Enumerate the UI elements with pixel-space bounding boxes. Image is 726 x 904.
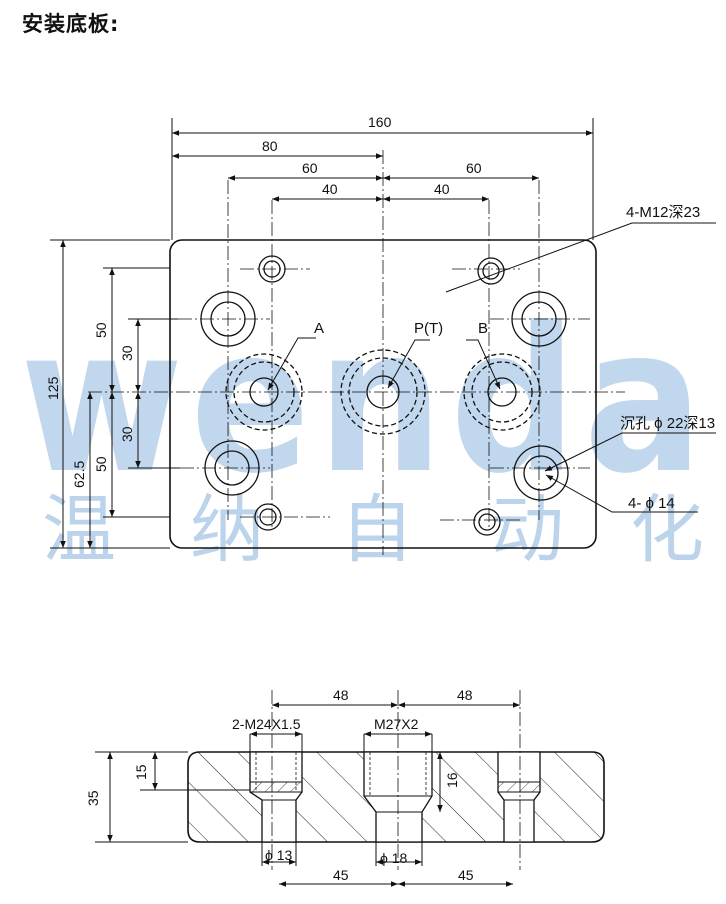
section-view-labels: 48 48 2-M24X1.5 M27X2 35 15 16 ϕ 13 ϕ 18…	[85, 687, 474, 883]
dim-48-left: 48	[333, 687, 349, 703]
dim-dia-13: ϕ 13	[265, 847, 293, 863]
dim-40-right: 40	[434, 181, 450, 197]
top-view-labels: 160 80 60 60 40 40 125 50 30 30 62.5 50 …	[45, 114, 715, 512]
dim-60-left: 60	[302, 160, 318, 176]
callout-port-b: B	[478, 320, 488, 337]
port-p-hole	[340, 349, 426, 435]
callout-holes: 4- ϕ 14	[628, 495, 675, 512]
watermark-char-5: 化	[630, 487, 704, 573]
callout-counterbore: 沉孔 ϕ 22深13	[620, 415, 715, 432]
callout-thread: 4-M12深23	[626, 204, 700, 221]
watermark-char-4: 动	[490, 487, 564, 573]
thread-m27: M27X2	[374, 716, 419, 732]
page-title: 安装底板:	[22, 12, 120, 36]
dim-50-upper: 50	[93, 322, 109, 338]
port-b-hole	[463, 353, 541, 431]
callout-port-a: A	[314, 320, 324, 337]
counterbore-holes	[200, 291, 569, 501]
dim-80: 80	[262, 138, 278, 154]
dim-125: 125	[45, 376, 61, 400]
dim-45-left: 45	[333, 867, 349, 883]
dim-60-right: 60	[466, 160, 482, 176]
dim-48-right: 48	[457, 687, 473, 703]
dim-30-lower: 30	[119, 426, 135, 442]
dim-40-left: 40	[322, 181, 338, 197]
watermark-char-1: 温	[42, 487, 116, 573]
port-a-hole	[225, 353, 303, 431]
dim-15: 15	[133, 764, 149, 780]
dim-50-lower: 50	[93, 456, 109, 472]
dim-30-upper: 30	[119, 345, 135, 361]
dim-45-right: 45	[458, 867, 474, 883]
watermark-char-2: 纳	[190, 487, 264, 573]
callout-port-p: P(T)	[414, 320, 443, 337]
watermark-char-3: 自	[340, 487, 414, 573]
m12-holes	[254, 255, 505, 536]
top-view	[50, 118, 716, 555]
dim-16: 16	[444, 772, 460, 788]
dim-35: 35	[85, 790, 101, 806]
dim-160: 160	[368, 114, 392, 130]
watermark: wenda 温 纳 自 动 化	[20, 285, 710, 573]
dim-62-5: 62.5	[71, 461, 87, 488]
section-view	[95, 690, 605, 887]
dim-dia-18: ϕ 18	[380, 850, 408, 866]
thread-m24: 2-M24X1.5	[232, 716, 301, 732]
watermark-latin: wenda	[20, 285, 710, 518]
